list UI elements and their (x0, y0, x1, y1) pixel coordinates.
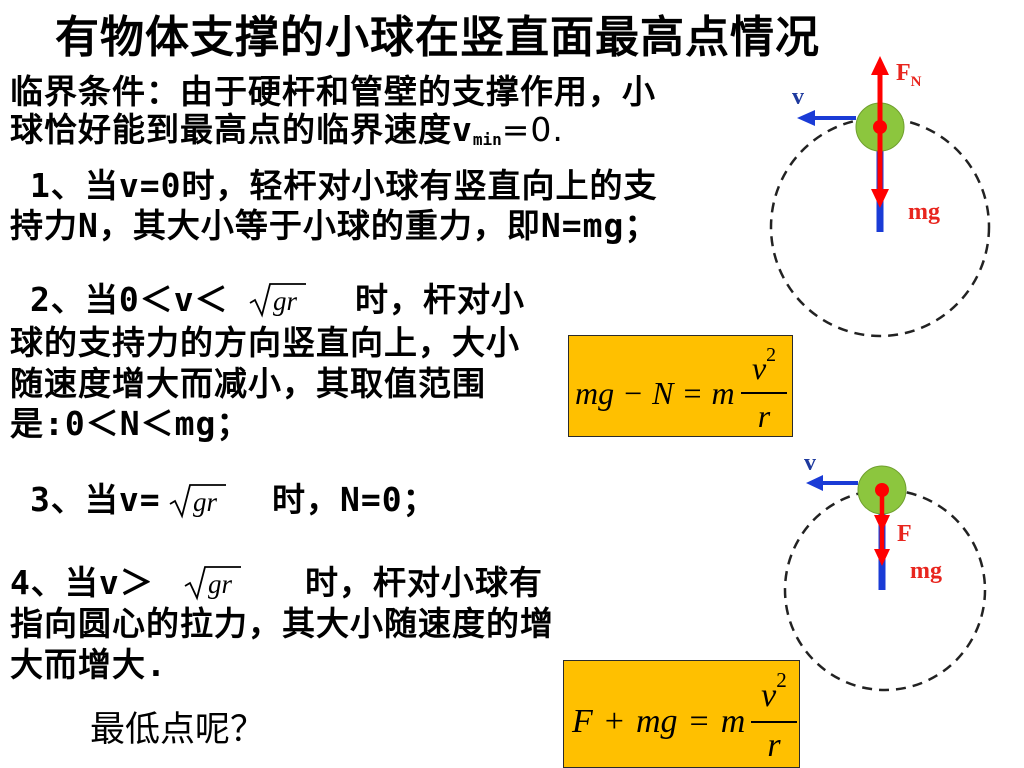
fraction-bar (751, 721, 797, 723)
formula-term: mg (635, 703, 678, 740)
case-4-line-3: 大而增大. (10, 645, 167, 684)
gravity-arrow (871, 127, 889, 208)
fraction-numerator: v2 (749, 667, 799, 719)
velocity-label: v (804, 450, 816, 476)
arrow-head (797, 110, 815, 126)
case-1-line-1: 1、当v=0时，轻杆对小球有竖直向上的支 (30, 166, 658, 205)
sqrt-gr-expression: gr (249, 283, 306, 318)
formula-term: m (720, 703, 746, 740)
formula-term: N (652, 374, 674, 411)
slide-title: 有物体支撑的小球在竖直面最高点情况 (55, 12, 820, 63)
arrow-head (871, 56, 889, 75)
critical-condition-value: =0. (501, 110, 564, 149)
velocity-arrow (797, 110, 856, 126)
formula-terms: mg − N = m (575, 373, 735, 413)
case-4-line-2: 指向圆心的拉力，其大小随速度的增 (10, 604, 554, 643)
circular-path (783, 488, 987, 692)
case-3-trail: 时，N=0； (272, 480, 437, 519)
radicand: gr (208, 569, 233, 599)
arrow-head (806, 475, 823, 491)
ball-center-dot (875, 483, 889, 497)
formula-terms: F + mg = m (572, 701, 745, 743)
case-4-trail: 时，杆对小球有 (305, 563, 543, 602)
formula-fraction: v2 r (749, 667, 799, 767)
fraction-denominator: r (757, 398, 771, 434)
normal-force-label: FN (896, 60, 922, 90)
formula-box-support: mg − N = m v2 r (568, 335, 793, 437)
fraction-numerator: v2 (739, 340, 789, 390)
formula-fraction: v2 r (739, 340, 789, 436)
critical-condition-line-2: 球恰好能到最高点的临界速度vmin=0. (10, 110, 564, 150)
ball-center-dot (873, 120, 887, 134)
normal-force-arrow (871, 56, 889, 127)
formula-operator: = (689, 703, 709, 740)
formula-operator: = (683, 374, 702, 411)
radical-sign (169, 484, 226, 519)
formula-term: mg (575, 374, 615, 411)
rod-force-and-gravity-arrows (874, 490, 890, 566)
numerator-variable: v (761, 677, 777, 714)
critical-condition-text: 球恰好能到最高点的临界速度v (10, 110, 473, 149)
gravity-arrow-head (874, 549, 890, 566)
gravity-label: mg (910, 558, 942, 584)
case-2-lead: 2、当0＜v＜ (30, 280, 229, 319)
case-4-lead: 4、当v＞ (10, 563, 154, 602)
radicand: gr (273, 286, 298, 316)
sqrt-gr-expression: gr (184, 566, 241, 601)
lowest-point-question: 最低点呢？ (90, 710, 266, 749)
case-3-lead: 3、当v= (30, 480, 161, 519)
normal-force-symbol: F (896, 60, 911, 86)
case-2-trail: 时，杆对小 (355, 280, 525, 319)
velocity-arrow (806, 475, 858, 491)
radical-sign (184, 566, 241, 601)
support-force-diagram: FN v mg (769, 56, 991, 338)
fraction-denominator: r (767, 727, 781, 764)
pull-force-diagram: v F mg (783, 450, 987, 692)
numerator-variable: v (751, 350, 767, 386)
fraction-bar (741, 392, 787, 394)
numerator-exponent: 2 (776, 668, 787, 693)
case-2-line-4: 是:0＜N＜mg； (10, 404, 251, 443)
radicand: gr (193, 487, 218, 517)
velocity-label: v (792, 84, 804, 110)
case-2-line-2: 球的支持力的方向竖直向上，大小 (10, 323, 520, 362)
formula-operator: + (604, 703, 624, 740)
gravity-label: mg (908, 199, 940, 225)
case-2-line-3: 随速度增大而减小，其取值范围 (10, 364, 486, 403)
rod-force-label: F (897, 521, 912, 547)
formula-operator: − (624, 374, 643, 411)
radical-sign (249, 283, 306, 318)
numerator-exponent: 2 (766, 344, 777, 367)
case-1-line-2: 持力N，其大小等于小球的重力，即N=mg； (10, 206, 659, 245)
formula-term: m (711, 374, 735, 411)
critical-condition-line-1: 临界条件：由于硬杆和管壁的支撑作用，小 (10, 72, 656, 111)
formula-term: F (572, 703, 593, 740)
sqrt-gr-expression: gr (169, 484, 226, 519)
velocity-subscript: min (472, 130, 502, 149)
formula-box-pull: F + mg = m v2 r (563, 660, 800, 768)
rod-force-arrow-head (874, 515, 890, 532)
normal-force-subscript: N (911, 74, 922, 90)
arrow-head (871, 189, 889, 208)
